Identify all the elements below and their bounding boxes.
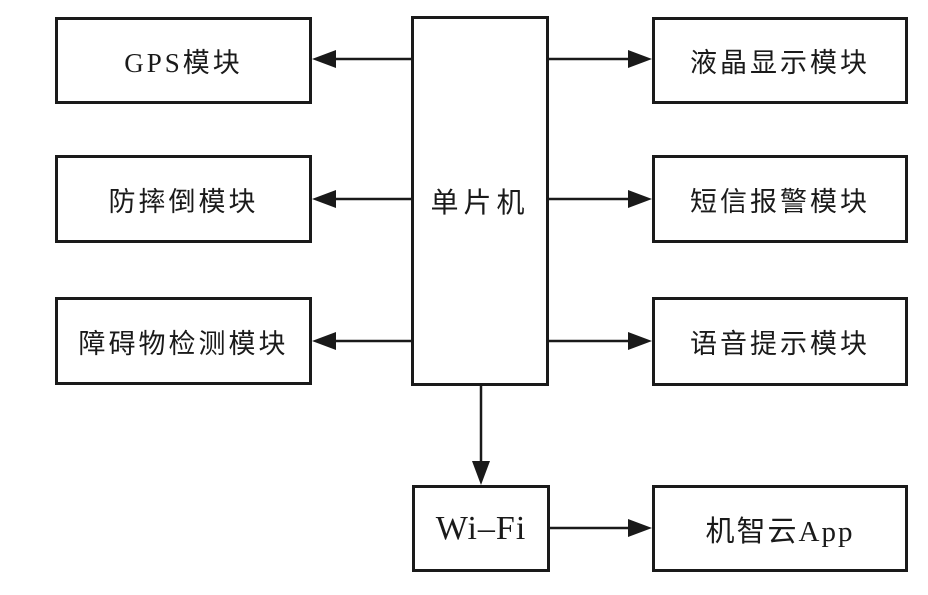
box-wifi-label: Wi–Fi bbox=[435, 509, 527, 547]
box-lcd-label: 液晶显示模块 bbox=[690, 48, 870, 78]
arrowhead-left-obstacle bbox=[312, 332, 336, 350]
box-voice-prompt-module: 语音提示模块 bbox=[652, 297, 908, 386]
box-mcu: 单片机 bbox=[411, 16, 549, 386]
arrowhead-down-wifi bbox=[472, 461, 490, 485]
arrowhead-left-fall bbox=[312, 190, 336, 208]
box-voice-label: 语音提示模块 bbox=[690, 329, 870, 359]
arrowhead-left-gps bbox=[312, 50, 336, 68]
arrowhead-right-lcd bbox=[628, 50, 652, 68]
box-gps-module: GPS模块 bbox=[55, 17, 312, 104]
box-obstacle-label: 障碍物检测模块 bbox=[78, 328, 289, 359]
box-sms-alarm-module: 短信报警模块 bbox=[652, 155, 908, 243]
box-app-label: 机智云App bbox=[705, 515, 855, 548]
box-mcu-label: 单片机 bbox=[430, 188, 530, 219]
arrowhead-right-app bbox=[628, 519, 652, 537]
box-wifi: Wi–Fi bbox=[412, 485, 550, 572]
box-gps-label: GPS模块 bbox=[124, 48, 243, 78]
arrowhead-right-sms bbox=[628, 190, 652, 208]
box-gizwits-app: 机智云App bbox=[652, 485, 908, 572]
box-fall-label: 防摔倒模块 bbox=[108, 186, 259, 217]
arrowhead-right-voice bbox=[628, 332, 652, 350]
box-obstacle-detection-module: 障碍物检测模块 bbox=[55, 297, 312, 385]
box-sms-label: 短信报警模块 bbox=[690, 186, 870, 217]
box-fall-prevention-module: 防摔倒模块 bbox=[55, 155, 312, 243]
box-lcd-display-module: 液晶显示模块 bbox=[652, 17, 908, 104]
